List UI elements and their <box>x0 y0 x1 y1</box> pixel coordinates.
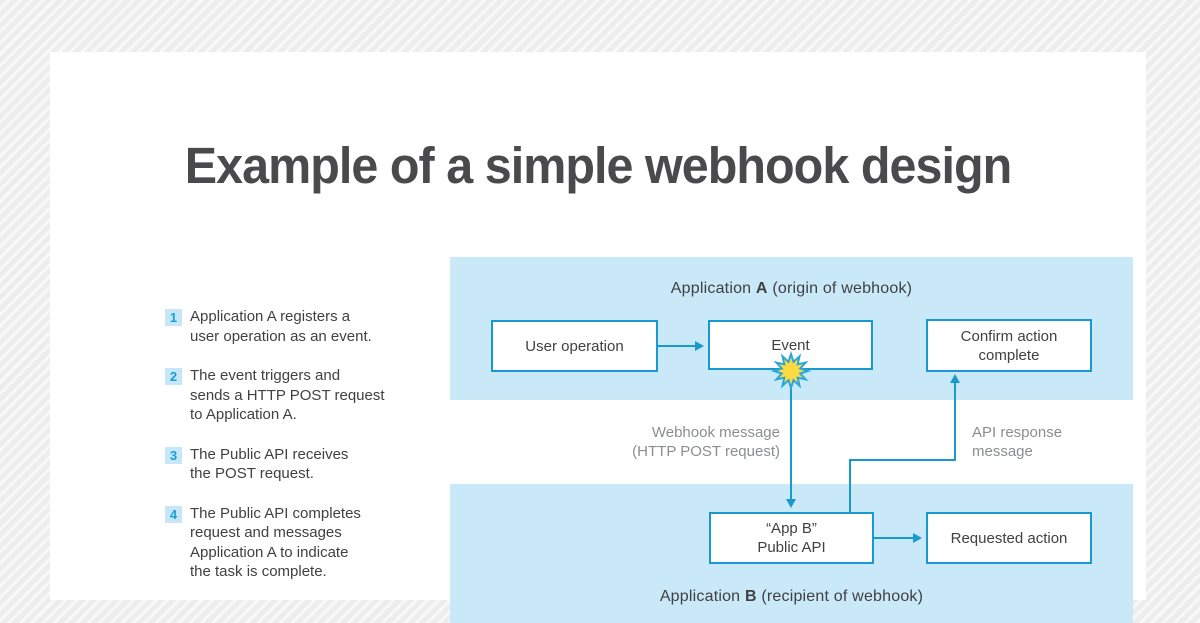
list-item: 1 Application A registers a user operati… <box>165 307 405 346</box>
steps-list: 1 Application A registers a user operati… <box>165 307 405 602</box>
header-b-post: (recipient of webhook) <box>756 588 924 605</box>
application-b-header: Application B (recipient of webhook) <box>450 587 1133 607</box>
list-item: 3 The Public API receives the POST reque… <box>165 445 405 484</box>
header-a-letter: A <box>755 280 768 297</box>
content-card: Example of a simple webhook design 1 App… <box>50 52 1146 623</box>
api-response-label: API response message <box>972 424 1063 460</box>
header-b-pre: Application <box>659 588 745 605</box>
application-a-header: Application A (origin of webhook) <box>450 279 1133 299</box>
webhook-message-label: Webhook message (HTTP POST request) <box>632 424 780 460</box>
step-number-badge: 4 <box>165 505 182 523</box>
step-number-badge: 3 <box>165 446 182 464</box>
step-text: The event triggers and sends a HTTP POST… <box>190 367 385 423</box>
header-a-pre: Application <box>670 280 756 297</box>
step-text: The Public API receives the POST request… <box>190 445 349 483</box>
header-b-letter: B <box>744 588 757 605</box>
node-confirm-action-complete: Confirm action complete <box>926 319 1092 372</box>
step-number-badge: 1 <box>165 309 182 326</box>
header-a-post: (origin of webhook) <box>767 280 913 297</box>
list-item: 2 The event triggers and sends a HTTP PO… <box>165 366 405 425</box>
webhook-diagram: Application A (origin of webhook) Applic… <box>450 257 1133 623</box>
node-event: Event <box>708 320 873 370</box>
page-title: Example of a simple webhook design <box>184 137 1013 194</box>
node-user-operation: User operation <box>491 320 658 372</box>
step-text: Application A registers a user operation… <box>190 308 372 345</box>
node-requested-action: Requested action <box>926 512 1092 564</box>
list-item: 4 The Public API completes request and m… <box>165 504 405 582</box>
step-number-badge: 2 <box>165 368 182 385</box>
step-text: The Public API completes request and mes… <box>190 504 361 581</box>
node-app-b-public-api: “App B” Public API <box>709 512 874 564</box>
